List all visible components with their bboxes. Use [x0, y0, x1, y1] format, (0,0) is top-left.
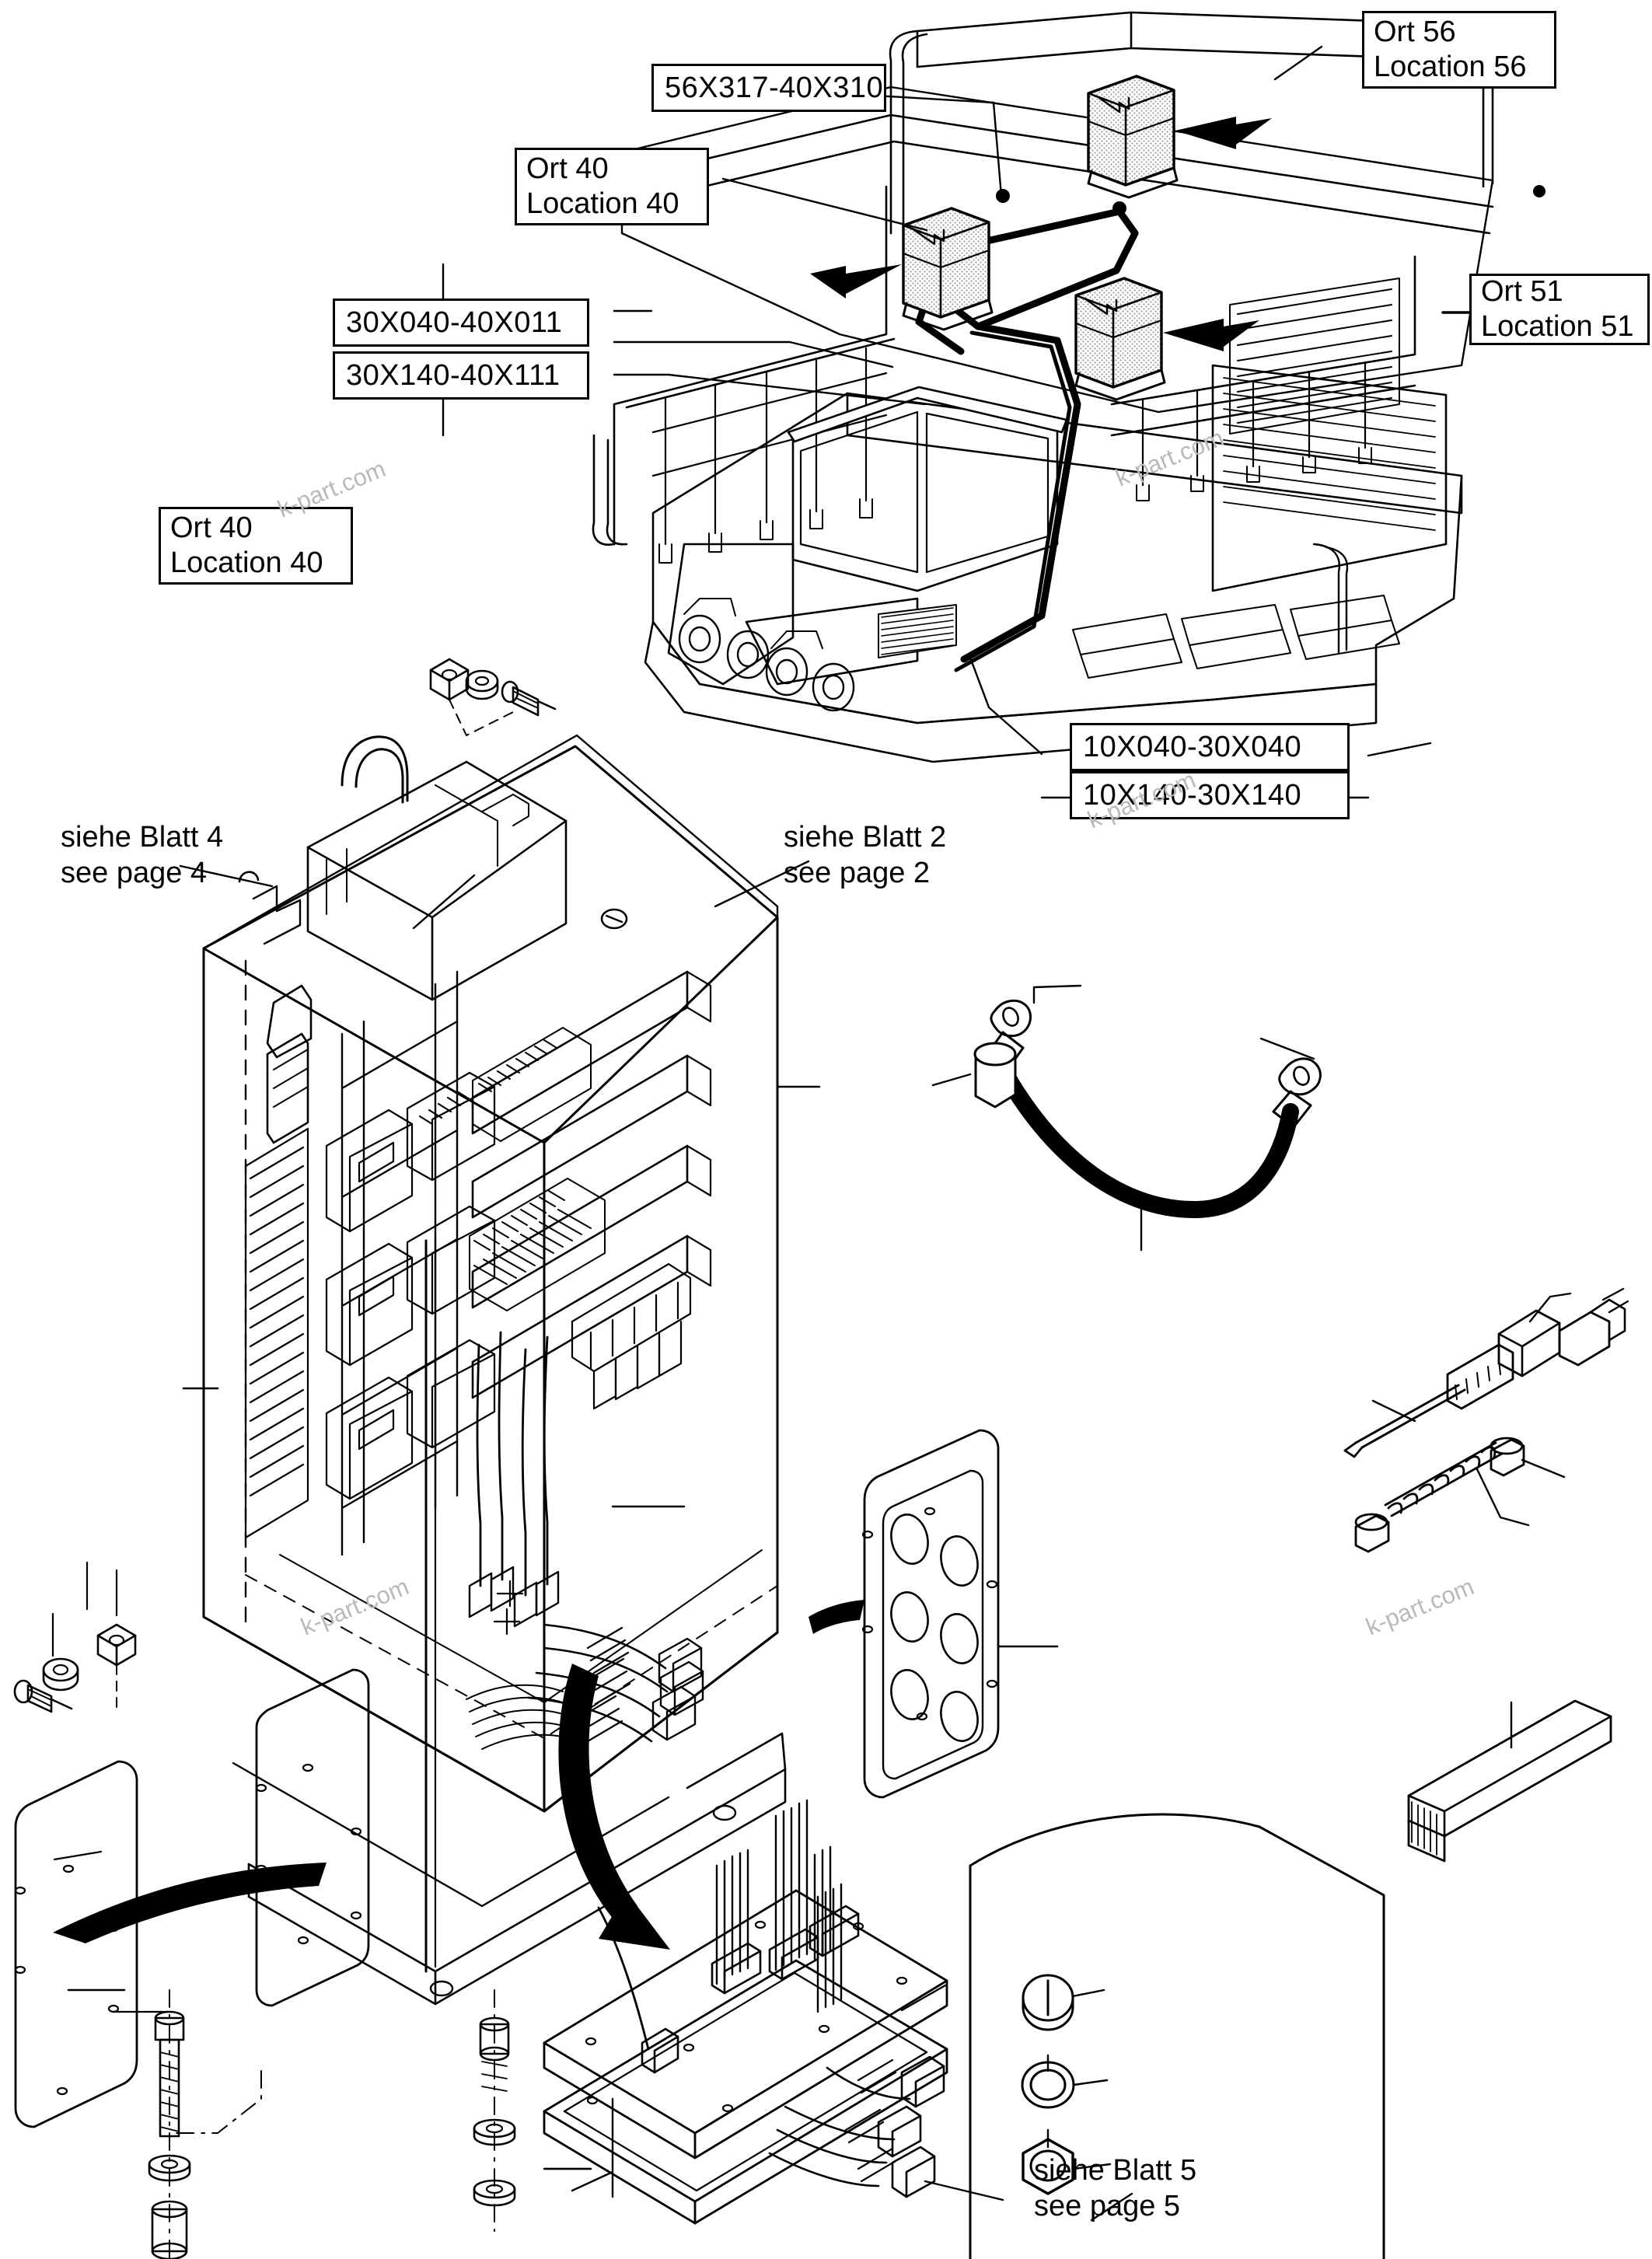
callout-line: 30X140-40X111: [346, 358, 561, 392]
control-cabinet-assembly: [202, 734, 787, 2006]
callout-line-1: Ort 51: [1481, 275, 1563, 309]
note-line-de: siehe Blatt 5: [1034, 2154, 1197, 2187]
note-line-en: see page 2: [784, 856, 931, 889]
callout-line: 10X040-30X040: [1083, 730, 1302, 763]
seal-extrusion-bar: [1407, 1699, 1612, 1863]
callout-10x140-30x140[interactable]: 10X140-30X140: [1070, 771, 1350, 819]
callout-line-2: Location 40: [170, 546, 323, 579]
note-see-page-4: siehe Blatt 4 see page 4: [61, 820, 223, 891]
callout-ort-56[interactable]: Ort 56 Location 56: [1362, 11, 1556, 89]
callout-30x140-40x111[interactable]: 30X140-40X111: [333, 351, 589, 400]
gasket-panel-6-hole: [861, 1429, 1059, 1799]
callout-10x040-30x040[interactable]: 10X040-30X040: [1070, 723, 1350, 771]
callout-ort-40-left[interactable]: Ort 40 Location 40: [159, 507, 353, 585]
junction-box-56: [1087, 75, 1179, 199]
hardware-stack-2: [473, 1989, 592, 2232]
note-see-page-5: siehe Blatt 5 see page 5: [1034, 2153, 1196, 2224]
hardware-bolt-left: [13, 1561, 137, 1713]
callout-ort-40-top[interactable]: Ort 40 Location 40: [515, 148, 709, 225]
junction-box-51: [1074, 277, 1166, 401]
grommet-nut-set: [1021, 1974, 1112, 2195]
callout-ort-51[interactable]: Ort 51 Location 51: [1469, 274, 1650, 345]
callout-line-2: Location 51: [1481, 310, 1634, 343]
note-line-de: siehe Blatt 2: [784, 821, 947, 854]
callout-line-1: Ort 40: [170, 512, 253, 545]
battery-cable-assembly: [931, 984, 1322, 1252]
junction-box-40: [902, 207, 994, 331]
callout-line: 56X317-40X310: [665, 71, 884, 104]
note-line-en: see page 5: [1034, 2189, 1181, 2222]
callout-30x040-40x011[interactable]: 30X040-40X011: [333, 299, 589, 347]
floor-terminal-box: [543, 1799, 1004, 2225]
callout-56x317-40x310[interactable]: 56X317-40X310: [651, 64, 886, 112]
machine-isometric-view: [442, 11, 1545, 799]
access-cover-plate-left: [14, 1760, 169, 2128]
connector-pin-assembly: [1343, 1287, 1629, 1553]
hardware-stack-1: [148, 1989, 262, 2259]
note-see-page-2: siehe Blatt 2 see page 2: [784, 820, 946, 891]
callout-line: 10X140-30X140: [1083, 778, 1302, 812]
callout-line-1: Ort 56: [1374, 16, 1456, 49]
callout-line-2: Location 56: [1374, 51, 1527, 83]
note-line-en: see page 4: [61, 856, 208, 889]
callout-line-1: Ort 40: [526, 152, 609, 186]
hardware-bolt-top: [429, 658, 557, 736]
note-line-de: siehe Blatt 4: [61, 821, 224, 854]
callout-line: 30X040-40X011: [346, 306, 563, 339]
callout-line-2: Location 40: [526, 187, 679, 220]
